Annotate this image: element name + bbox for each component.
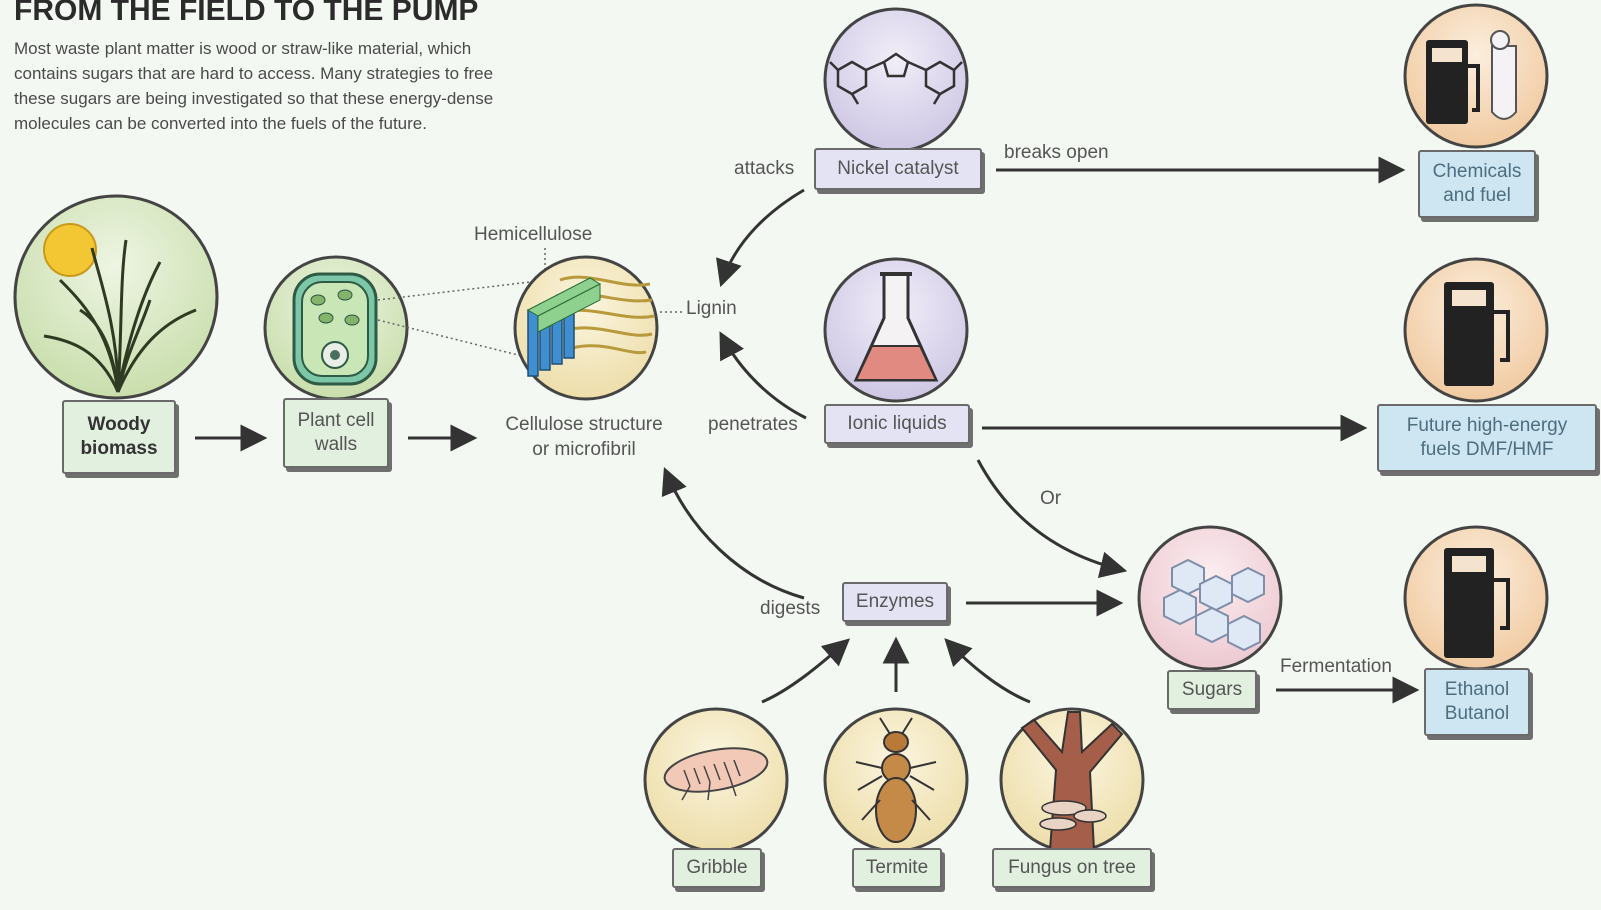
node-label: Butanol (1444, 703, 1510, 724)
chemicals-fuel-box: Chemicals and fuel (1418, 150, 1536, 218)
node-label: Chemicals (1432, 161, 1522, 182)
edge-label-or: Or (1040, 488, 1062, 509)
node-label: Sugars (1181, 679, 1243, 700)
intro-line: contains sugars that are hard to access.… (14, 64, 494, 83)
edge-label-breaks-open: breaks open (1004, 142, 1109, 163)
sugar-cubes-icon (1137, 525, 1283, 671)
node-label: Nickel catalyst (837, 158, 959, 179)
molecule-icon (823, 7, 969, 153)
lignin-label: Lignin (686, 298, 737, 319)
microfibril-icon (513, 255, 659, 401)
node-label: Termite (865, 857, 929, 878)
fuel-pump-icon (1403, 3, 1549, 149)
node-label: and fuel (1443, 185, 1511, 206)
edge-label-digests: digests (760, 598, 821, 619)
ethanol-butanol-box: Ethanol Butanol (1424, 668, 1530, 736)
node-label: Ethanol (1444, 679, 1510, 700)
fuel-pump-icon (1403, 525, 1549, 671)
fungus-box: Fungus on tree (992, 848, 1152, 888)
node-label: Ionic liquids (847, 413, 947, 434)
flask-icon (823, 257, 969, 403)
intro-text: Most waste plant matter is wood or straw… (14, 36, 654, 136)
node-label: fuels DMF/HMF (1420, 439, 1554, 460)
future-fuels-box: Future high-energy fuels DMF/HMF (1377, 404, 1597, 472)
intro-line: Most waste plant matter is wood or straw… (14, 39, 472, 58)
hemicellulose-label: Hemicellulose (474, 224, 593, 245)
test-tube-icon (1490, 30, 1517, 120)
sun-icon (43, 223, 97, 277)
zoom-lines (377, 248, 682, 357)
node-label: Plant cell (297, 410, 375, 431)
termite-icon (823, 707, 969, 853)
nickel-catalyst-box: Nickel catalyst (814, 148, 982, 190)
intro-line: these sugars are being investigated so t… (14, 89, 494, 108)
cellulose-label: Cellulose structure or microfibril (482, 412, 686, 462)
node-label: biomass (80, 438, 158, 459)
termite-box: Termite (852, 848, 942, 888)
node-label: Woody (87, 414, 151, 435)
node-label: Fungus on tree (1008, 857, 1136, 878)
gribble-icon (643, 707, 789, 853)
node-label: Future high-energy (1406, 415, 1568, 436)
gribble-box: Gribble (672, 848, 762, 888)
page-title: FROM THE FIELD TO THE PUMP (14, 0, 479, 27)
intro-line: molecules can be converted into the fuel… (14, 114, 427, 133)
node-label: Gribble (686, 857, 748, 878)
ionic-liquids-box: Ionic liquids (824, 404, 970, 444)
arrows (195, 156, 1420, 704)
plant-cell-icon (263, 255, 409, 401)
edge-label-fermentation: Fermentation (1280, 656, 1392, 677)
node-label: Enzymes (855, 591, 935, 612)
node-label: Cellulose structure (505, 414, 663, 435)
grass-icon (13, 194, 219, 400)
edge-label-penetrates: penetrates (708, 414, 798, 435)
fuel-pump-icon (1403, 257, 1549, 403)
node-label: walls (314, 434, 358, 455)
plant-cell-walls-box: Plant cell walls (283, 398, 389, 468)
woody-biomass-box: Woody biomass (62, 400, 176, 474)
edge-label-attacks: attacks (734, 158, 795, 179)
sugars-box: Sugars (1167, 670, 1257, 710)
tree-fungus-icon (999, 707, 1145, 853)
enzymes-box: Enzymes (842, 582, 948, 622)
node-label: or microfibril (532, 439, 636, 460)
